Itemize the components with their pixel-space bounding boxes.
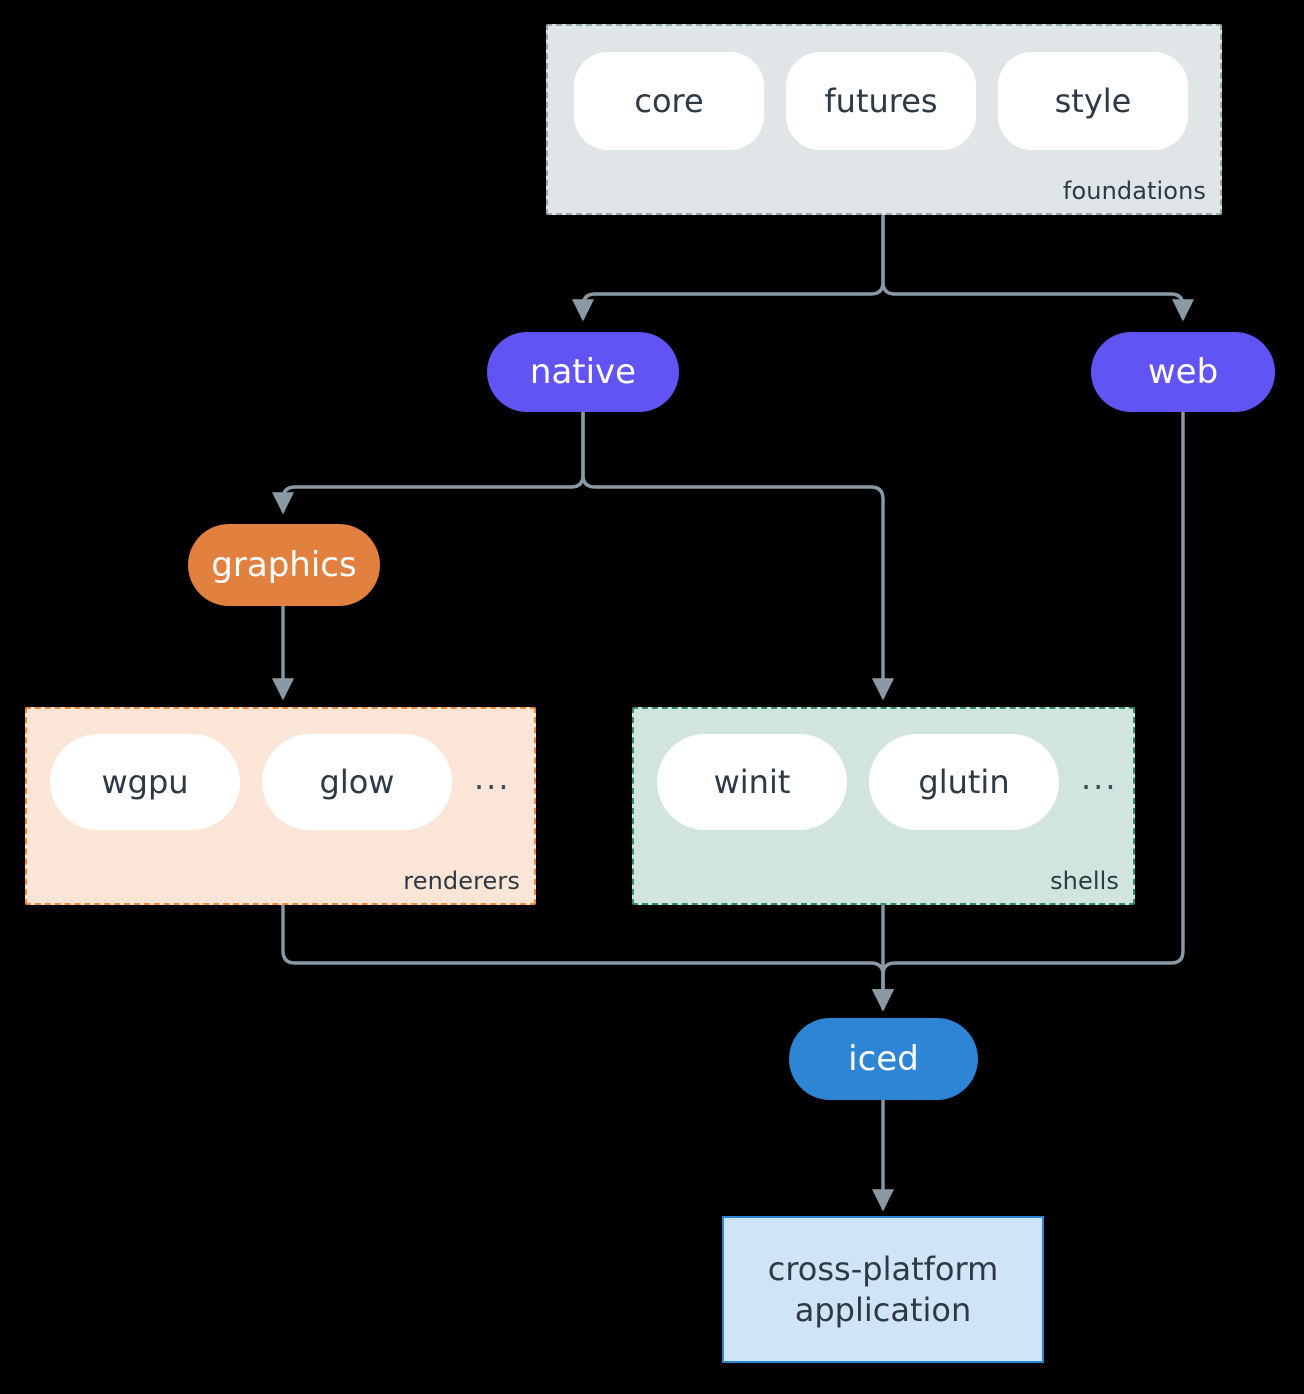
chip-futures[interactable]: futures xyxy=(786,52,976,150)
chip-winit[interactable]: winit xyxy=(657,734,847,830)
node-iced[interactable]: iced xyxy=(789,1018,978,1100)
node-web[interactable]: web xyxy=(1091,332,1275,412)
edge-native-shells xyxy=(581,410,895,701)
renderers-chip-row: wgpu glow ... xyxy=(50,734,511,830)
cluster-label-renderers: renderers xyxy=(403,867,520,895)
cluster-foundations: core futures style foundations xyxy=(546,24,1222,215)
chip-wgpu[interactable]: wgpu xyxy=(50,734,240,830)
foundations-chip-row: core futures style xyxy=(574,52,1188,150)
edge-foundations-native xyxy=(571,214,885,322)
renderers-more-indicator: ... xyxy=(474,759,511,797)
edge-renderers-iced xyxy=(281,903,895,1012)
shells-chip-row: winit glutin ... xyxy=(657,734,1118,830)
cluster-renderers: wgpu glow ... renderers xyxy=(25,707,536,905)
cluster-label-foundations: foundations xyxy=(1062,177,1206,205)
edge-native-graphics xyxy=(271,410,585,515)
edge-foundations-web xyxy=(881,214,1195,322)
node-graphics[interactable]: graphics xyxy=(188,524,380,606)
application-label-line1: cross-platform xyxy=(767,1249,999,1288)
chip-style[interactable]: style xyxy=(998,52,1188,150)
cluster-shells: winit glutin ... shells xyxy=(632,707,1135,905)
node-cross-platform-application[interactable]: cross-platform application xyxy=(722,1216,1044,1363)
shells-more-indicator: ... xyxy=(1081,759,1118,797)
node-native[interactable]: native xyxy=(487,332,679,412)
chip-glutin[interactable]: glutin xyxy=(869,734,1059,830)
chip-glow[interactable]: glow xyxy=(262,734,452,830)
chip-core[interactable]: core xyxy=(574,52,764,150)
application-label-line2: application xyxy=(794,1290,972,1329)
cluster-label-shells: shells xyxy=(1050,867,1119,895)
